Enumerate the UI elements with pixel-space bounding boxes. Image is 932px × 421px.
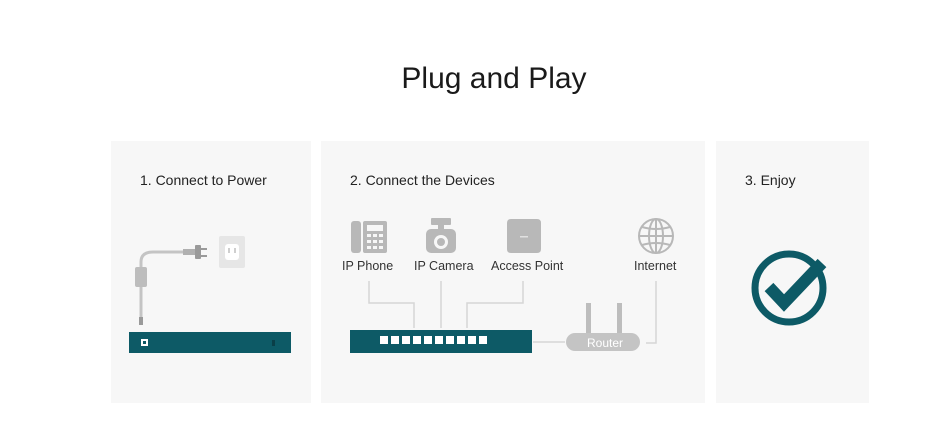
step-enjoy-panel: 3. Enjoy <box>716 141 869 403</box>
ip-phone-label: IP Phone <box>342 259 394 273</box>
access-point-icon <box>507 219 541 253</box>
ip-camera-icon <box>426 218 456 253</box>
step-2-heading: 2. Connect the Devices <box>350 172 495 188</box>
internet-label: Internet <box>634 259 677 273</box>
ip-camera-label: IP Camera <box>414 259 474 273</box>
page-title: Plug and Play <box>401 62 587 95</box>
globe-icon <box>638 218 674 254</box>
step-1-heading: 1. Connect to Power <box>140 172 267 188</box>
wall-outlet-icon <box>219 236 245 268</box>
checkmark-circle-icon <box>751 250 827 326</box>
enjoy-illustration <box>751 250 827 326</box>
router-label: Router <box>587 336 623 350</box>
connection-lines <box>368 281 657 344</box>
step-connect-devices-panel: 2. Connect the Devices <box>321 141 705 403</box>
router-icon <box>566 303 640 351</box>
ip-phone-icon <box>351 221 387 253</box>
switch-device-icon <box>350 330 532 353</box>
devices-illustration: Router <box>350 218 674 353</box>
switch-device-icon <box>129 332 291 353</box>
power-plug-icon <box>183 245 207 259</box>
power-illustration <box>129 236 291 353</box>
access-point-label: Access Point <box>491 259 564 273</box>
step-connect-power-panel: 1. Connect to Power <box>111 141 311 403</box>
step-3-heading: 3. Enjoy <box>745 172 796 188</box>
power-adapter-icon <box>135 267 147 287</box>
